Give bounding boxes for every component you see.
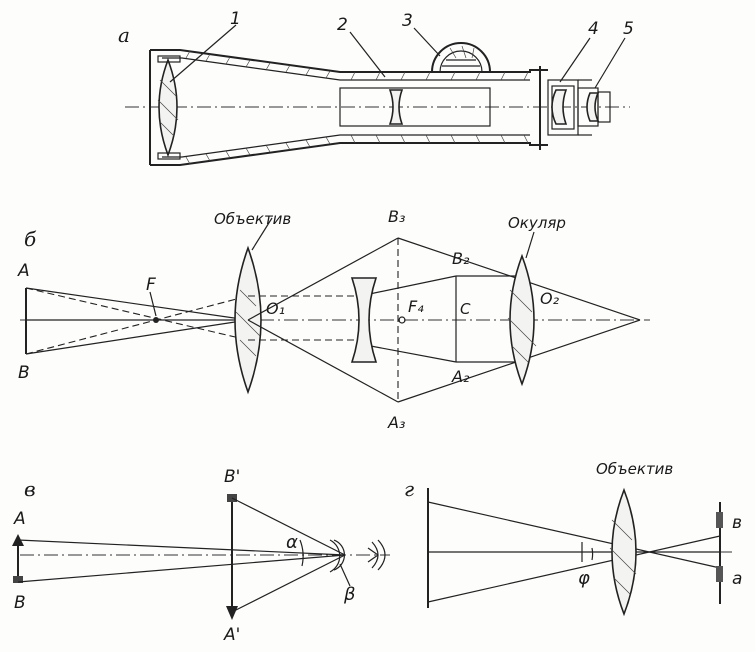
part-label-2: 2 xyxy=(337,15,348,35)
eye-icon xyxy=(367,539,386,571)
image-plane-ab xyxy=(716,502,723,604)
label-alpha: α xyxy=(286,532,298,553)
part-label-4: 4 xyxy=(588,19,599,39)
ray-B-eye xyxy=(17,554,346,583)
panel-g-objective-lens: Объектив xyxy=(596,460,673,617)
panel-v-angular-magnification: в A B B' A' α β xyxy=(12,467,390,645)
part-label-1: 1 xyxy=(230,9,241,29)
panel-g-field-of-view: г Объектив φ в а xyxy=(404,460,742,617)
label-g-a: а xyxy=(732,569,742,589)
label-g-v: в xyxy=(732,513,742,533)
field-rays xyxy=(427,501,721,603)
panel-a-letter: a xyxy=(118,23,130,47)
label-objective: Объектив xyxy=(214,210,291,228)
label-eyepiece: Окуляр xyxy=(508,214,566,232)
ray-Ap-eye xyxy=(231,554,346,613)
panel-v-letter: в xyxy=(24,477,36,501)
label-v-A: A xyxy=(13,509,26,529)
panel-b-ray-diagram: б A B F Объектив O₁ xyxy=(17,207,650,432)
object-rays xyxy=(25,287,249,355)
focal-point-F4 xyxy=(398,316,406,324)
label-beta: β xyxy=(343,584,356,605)
label-A2: A₂ xyxy=(451,367,470,386)
label-B3: B₃ xyxy=(388,207,405,226)
ray-A-eye xyxy=(17,539,346,556)
label-A3: A₃ xyxy=(387,413,405,432)
label-Ap: A' xyxy=(223,625,240,645)
label-B: B xyxy=(18,363,30,383)
part-number-labels: 1 2 3 4 5 xyxy=(169,9,634,89)
panel-b-letter: б xyxy=(24,227,37,251)
diverging-lens xyxy=(350,277,378,363)
objective-lens-part-1 xyxy=(157,55,181,160)
label-Bp: B' xyxy=(224,467,240,487)
part-label-5: 5 xyxy=(623,19,634,39)
inner-tube-with-diverging-lens-part-2 xyxy=(339,87,491,127)
label-F: F xyxy=(146,275,156,295)
label-C: C xyxy=(460,300,471,318)
part-label-3: 3 xyxy=(402,11,413,31)
panel-a-telescope-section: a xyxy=(118,9,634,166)
object-arrow-AB xyxy=(12,534,24,583)
panel-g-letter: г xyxy=(404,477,414,501)
angle-beta-arc xyxy=(329,539,341,573)
label-O2: O₂ xyxy=(540,289,560,308)
focal-point-F xyxy=(153,317,159,323)
label-v-B: B xyxy=(14,593,26,613)
label-g-objective: Объектив xyxy=(596,460,673,478)
label-F4: F₄ xyxy=(408,297,424,316)
focusing-knob-part-3 xyxy=(431,42,491,73)
eyepiece-lens: Окуляр xyxy=(507,214,566,387)
label-phi: φ xyxy=(578,568,590,589)
eyepiece-assembly-parts-4-5 xyxy=(539,66,611,150)
label-B2: B₂ xyxy=(452,249,470,268)
label-A: A xyxy=(17,261,30,281)
label-O1: O₁ xyxy=(266,299,285,318)
tube-body xyxy=(149,49,548,166)
angle-alpha-arc xyxy=(299,539,304,567)
image-arrow-ApBp xyxy=(226,494,238,620)
ray-Bp-eye xyxy=(231,497,346,556)
